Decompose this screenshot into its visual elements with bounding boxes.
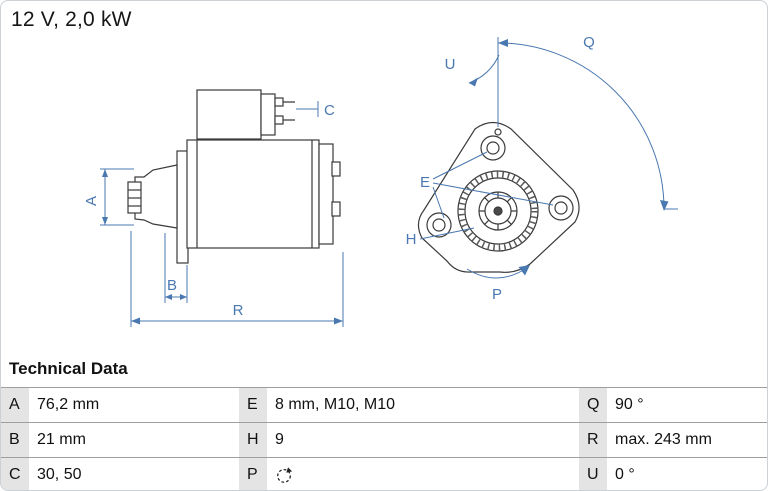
dim-label-P: P [492, 286, 502, 303]
spec-value: 90 ° [615, 396, 644, 413]
dim-label-R: R [233, 302, 244, 319]
front-view-drawing [417, 121, 580, 273]
spec-key: H [239, 423, 267, 457]
side-view-drawing [127, 89, 341, 264]
spec-key: E [239, 388, 267, 422]
spec-value [267, 458, 579, 490]
dim-label-B: B [167, 277, 177, 294]
technical-drawing: A B R C U Q E H P [83, 34, 678, 327]
technical-data-table: A 76,2 mm E 8 mm, M10, M10 Q 90 ° B 21 m… [1, 387, 767, 490]
spec-value: max. 243 mm [615, 431, 712, 448]
technical-data-heading: Technical Data [9, 359, 128, 378]
spec-key: C [1, 458, 29, 490]
dim-label-U: U [445, 56, 456, 73]
dim-label-E: E [420, 174, 430, 191]
dim-label-H: H [406, 231, 417, 248]
spec-value: 30, 50 [37, 466, 82, 483]
spec-key: R [579, 423, 607, 457]
dimension-labels: A B R C U Q E H P [83, 34, 595, 319]
spec-value: 0 ° [615, 466, 635, 483]
spec-key: B [1, 423, 29, 457]
rotation-direction-icon [277, 467, 293, 483]
dim-label-A: A [83, 196, 100, 206]
spec-key: Q [579, 388, 607, 422]
spec-value: 21 mm [37, 431, 86, 448]
spec-key: U [579, 458, 607, 490]
product-title: 12 V, 2,0 kW [11, 8, 132, 31]
dim-label-Q: Q [583, 34, 595, 51]
spec-value: 8 mm, M10, M10 [275, 396, 396, 413]
spec-key: A [1, 388, 29, 422]
spec-value: 9 [275, 431, 284, 448]
dimension-arrowheads [102, 39, 669, 325]
table-row: A 76,2 mm E 8 mm, M10, M10 Q 90 ° [1, 387, 767, 422]
spec-key: P [239, 458, 267, 490]
table-row: C 30, 50 P U 0 ° [1, 457, 767, 490]
spec-value: 76,2 mm [37, 396, 100, 413]
dim-label-C: C [324, 102, 335, 119]
table-row: B 21 mm H 9 R max. 243 mm [1, 422, 767, 457]
